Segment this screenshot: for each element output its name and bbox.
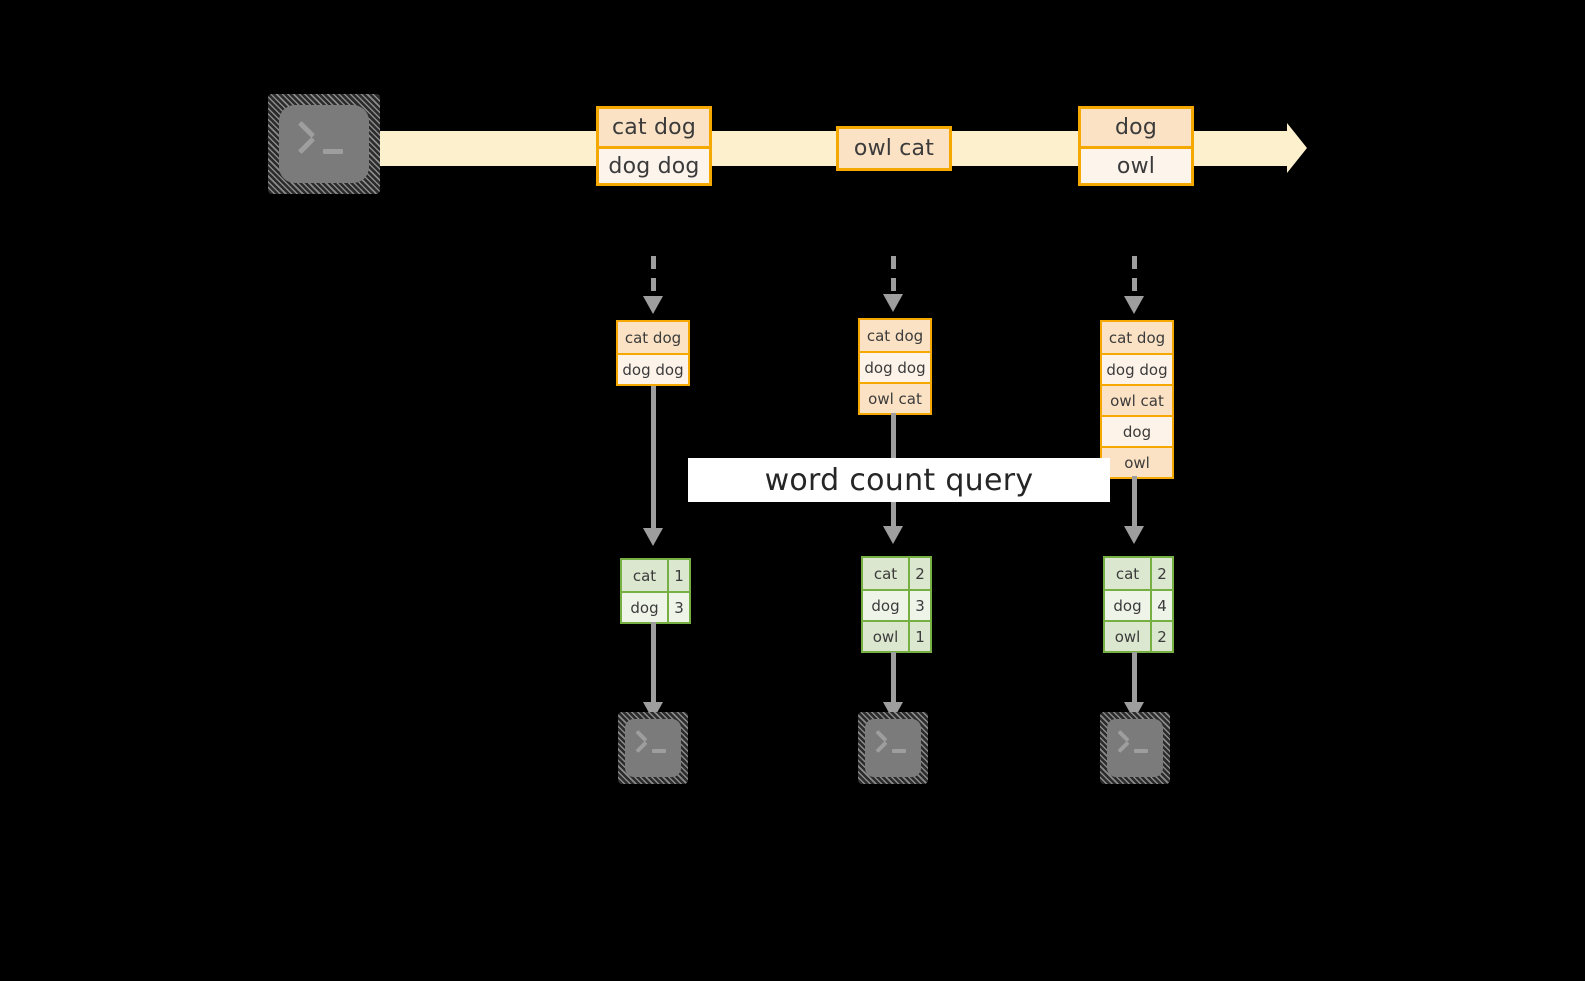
snapshot-1-result-table[interactable]: cat 1 dog 3 [620, 558, 691, 624]
result-word: dog [1113, 596, 1142, 615]
input-row: cat dog [618, 322, 688, 353]
result-row: owl 1 [863, 620, 930, 651]
source-terminal-icon [268, 94, 380, 194]
terminal-face [279, 105, 369, 183]
snapshot-1-query-connector [651, 386, 656, 532]
snapshot-1-sink-connector [651, 622, 656, 708]
terminal-face [1107, 719, 1163, 777]
input-row: owl cat [1102, 384, 1172, 415]
input-row: cat dog [860, 320, 930, 351]
snapshot-2-sink-terminal-icon [858, 712, 928, 784]
result-row: cat 2 [1105, 558, 1172, 589]
result-word: cat [873, 564, 898, 583]
result-word: dog [630, 598, 659, 617]
result-count: 2 [1150, 622, 1172, 651]
input-row: cat dog [1102, 322, 1172, 353]
result-row: dog 3 [863, 589, 930, 620]
stream-event-2[interactable]: owl cat [836, 126, 952, 171]
stream-event-line: owl cat [839, 129, 949, 168]
snapshot-3-result-table[interactable]: cat 2 dog 4 owl 2 [1103, 556, 1174, 653]
snapshot-3-capture-connector [1132, 256, 1137, 300]
input-row: owl [1102, 446, 1172, 477]
result-row: dog 4 [1105, 589, 1172, 620]
result-count: 1 [667, 560, 689, 591]
result-count: 3 [908, 591, 930, 620]
result-row: owl 2 [1105, 620, 1172, 651]
snapshot-3-sink-connector [1132, 652, 1137, 708]
snapshot-3-query-arrowhead [1124, 526, 1144, 544]
result-word: cat [1115, 564, 1140, 583]
stream-event-line: owl [1081, 146, 1191, 183]
input-row: dog dog [860, 351, 930, 382]
snapshot-1-input-table[interactable]: cat dog dog dog [616, 320, 690, 386]
terminal-prompt-underscore-icon [1134, 749, 1148, 753]
input-row: dog dog [618, 353, 688, 384]
result-word: owl [872, 627, 899, 646]
terminal-face [865, 719, 921, 777]
query-band: word count query [688, 458, 1110, 502]
input-row: dog [1102, 415, 1172, 446]
stream-event-1[interactable]: cat dog dog dog [596, 106, 712, 186]
result-count: 3 [667, 593, 689, 622]
snapshot-2-capture-connector [891, 256, 896, 298]
snapshot-1-sink-terminal-icon [618, 712, 688, 784]
snapshot-1-query-arrowhead [643, 528, 663, 546]
terminal-prompt-underscore-icon [323, 149, 343, 154]
query-label: word count query [764, 462, 1034, 498]
terminal-prompt-underscore-icon [892, 749, 906, 753]
snapshot-3-input-table[interactable]: cat dog dog dog owl cat dog owl [1100, 320, 1174, 479]
result-row: dog 3 [622, 591, 689, 622]
snapshot-2-result-table[interactable]: cat 2 dog 3 owl 1 [861, 556, 932, 653]
input-row: dog dog [1102, 353, 1172, 384]
result-word: cat [632, 566, 657, 585]
stream-event-line: dog [1081, 109, 1191, 146]
snapshot-3-sink-terminal-icon [1100, 712, 1170, 784]
result-word: owl [1114, 627, 1141, 646]
result-count: 4 [1150, 591, 1172, 620]
snapshot-1-capture-connector [651, 256, 656, 300]
result-word: dog [871, 596, 900, 615]
input-row: owl cat [860, 382, 930, 413]
snapshot-2-sink-connector [891, 652, 896, 708]
result-count: 2 [908, 558, 930, 589]
stream-event-line: cat dog [599, 109, 709, 146]
result-count: 1 [908, 622, 930, 651]
result-row: cat 2 [863, 558, 930, 589]
stream-event-3[interactable]: dog owl [1078, 106, 1194, 186]
snapshot-2-query-arrowhead [883, 526, 903, 544]
terminal-prompt-underscore-icon [652, 749, 666, 753]
snapshot-3-capture-arrowhead [1124, 296, 1144, 314]
result-row: cat 1 [622, 560, 689, 591]
stream-event-line: dog dog [599, 146, 709, 183]
snapshot-3-query-connector [1132, 476, 1137, 530]
stream-arrowhead [1287, 123, 1307, 173]
result-count: 2 [1150, 558, 1172, 589]
terminal-face [625, 719, 681, 777]
snapshot-2-input-table[interactable]: cat dog dog dog owl cat [858, 318, 932, 415]
snapshot-2-capture-arrowhead [883, 294, 903, 312]
snapshot-1-capture-arrowhead [643, 296, 663, 314]
